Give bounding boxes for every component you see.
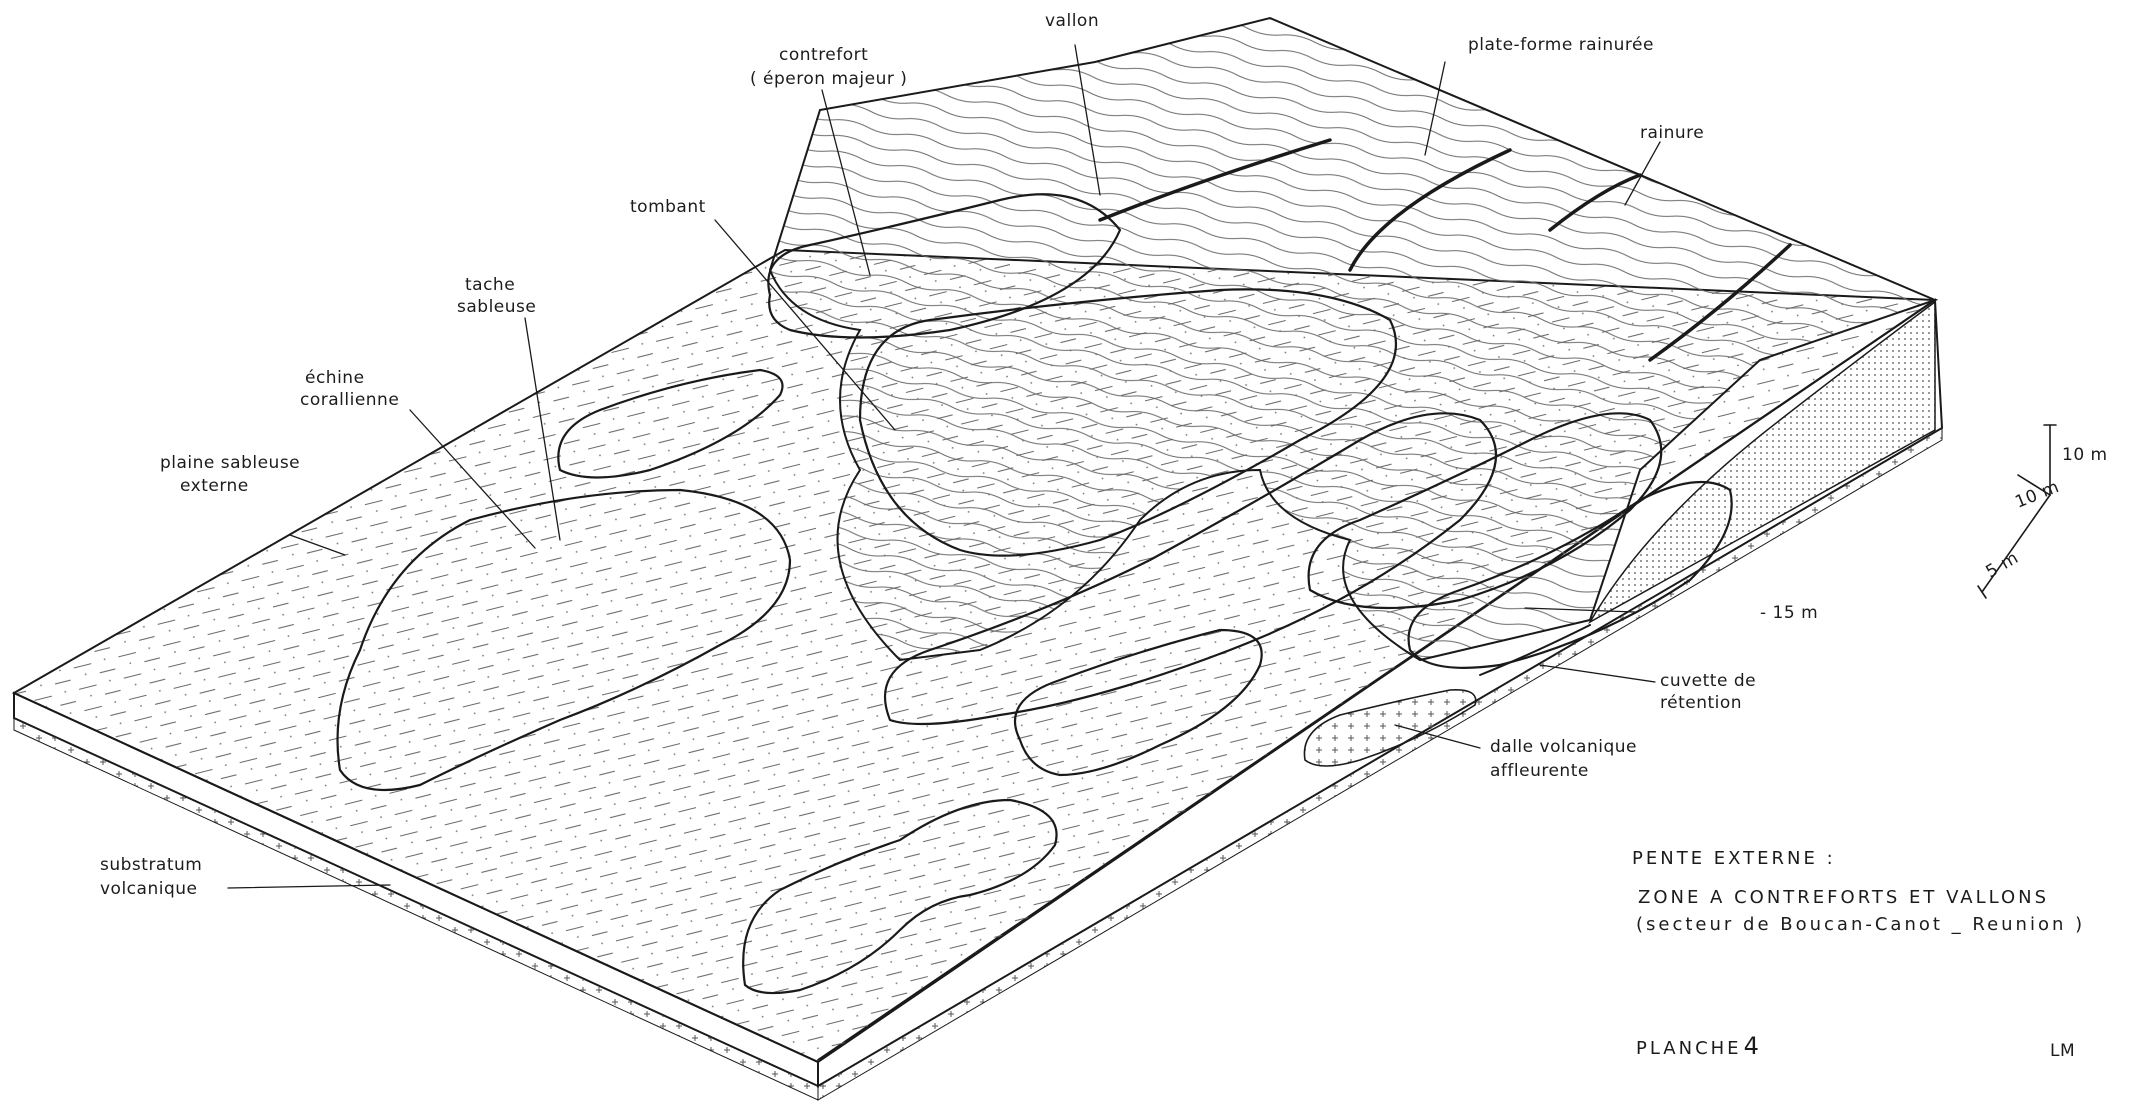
plate-number: 4 (1744, 1032, 1759, 1060)
label-echine: échine (305, 368, 365, 388)
label-corallienne: corallienne (300, 390, 399, 410)
plate-prefix: PLANCHE (1636, 1038, 1742, 1059)
label-tache: tache (465, 275, 515, 295)
label-eperon: ( éperon majeur ) (750, 69, 907, 89)
author-signature: LM (2050, 1041, 2075, 1061)
label-contrefort: contrefort (779, 45, 868, 65)
label-retention: rétention (1660, 693, 1742, 713)
label-externe: externe (180, 476, 249, 496)
plate-label: PLANCHE4 (1636, 1032, 1759, 1060)
label-plate-forme: plate-forme rainurée (1468, 35, 1654, 55)
label-dalle: dalle volcanique (1490, 737, 1637, 757)
label-plaine: plaine sableuse (160, 453, 300, 473)
label-sableuse: sableuse (457, 297, 536, 317)
label-affleurente: affleurente (1490, 761, 1589, 781)
label-cuvette: cuvette de (1660, 671, 1756, 691)
label-vallon: vallon (1045, 11, 1099, 31)
caption-line-3: (secteur de Boucan-Canot _ Reunion ) (1636, 914, 2085, 935)
label-rainure: rainure (1640, 123, 1704, 143)
caption-line-1: PENTE EXTERNE : (1632, 848, 1836, 869)
label-tombant: tombant (630, 197, 706, 217)
label-volcanique: volcanique (100, 879, 197, 899)
label-depth: - 15 m (1760, 603, 1818, 623)
caption: PENTE EXTERNE : ZONE A CONTREFORTS ET VA… (1632, 848, 2085, 1061)
grooved-platform (770, 18, 1935, 660)
scale-depth-label: 10 m (2012, 477, 2062, 513)
label-substratum: substratum (100, 855, 202, 875)
caption-line-2: ZONE A CONTREFORTS ET VALLONS (1638, 887, 2049, 908)
scale-bar: 10 m 10 m 5 m (1978, 425, 2108, 598)
scale-vertical-label: 10 m (2062, 445, 2108, 465)
scale-horizontal-label: 5 m (1983, 548, 2023, 582)
